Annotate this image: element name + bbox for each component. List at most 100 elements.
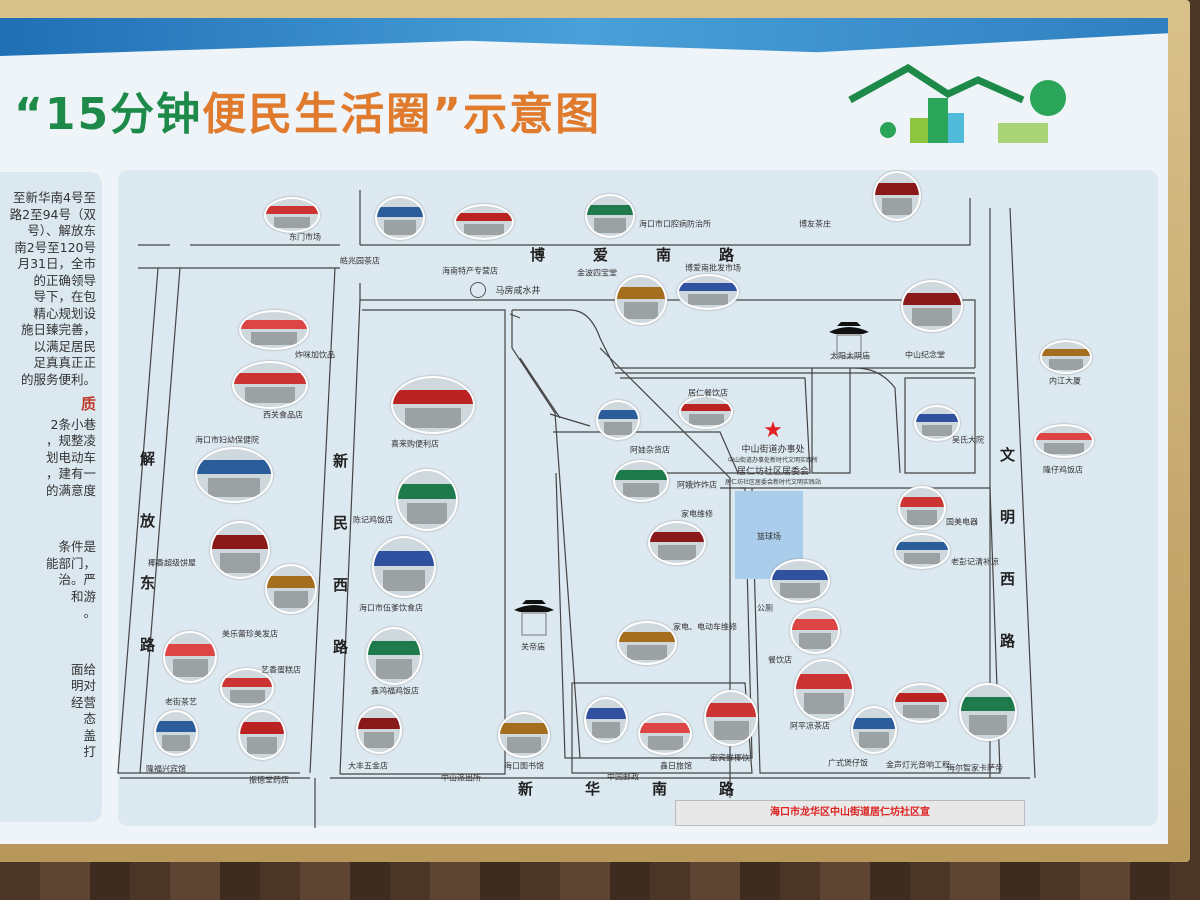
poi-photo [596, 400, 640, 440]
panel-text-line: 和游 [70, 588, 96, 604]
poi-label: 阿娃杂货店 [630, 445, 670, 455]
poi-label: 公厕 [757, 603, 773, 613]
well-label: 马房咸水井 [495, 286, 541, 297]
taiyang-temple-label: 太阳太阴庙 [830, 351, 870, 361]
road-label-jiefang-east: 解放东路 [140, 450, 156, 654]
poi-label: 艺香蛋糕店 [261, 665, 301, 675]
title-part1: “15分钟 [14, 89, 203, 140]
poi-photo [154, 710, 198, 756]
panel-text-line: ，规整凌 [45, 433, 96, 448]
poi-photo [163, 631, 217, 683]
poi-photo [851, 706, 897, 754]
panel-text-line: 的正确领导 [33, 272, 96, 288]
panel-text-line: 态 [83, 711, 96, 726]
poi-label: 椰香超级饼屋 [148, 558, 196, 568]
poi-photo [584, 697, 628, 743]
panel-text-line: 划电动车 [45, 449, 96, 465]
poi-label: 阿平凉茶店 [790, 721, 830, 731]
poi-label: 金声灯光音响工程 [886, 760, 950, 770]
intro-text-panel: 至新华南4号至路2至94号（双号）、解放东南2号至120号月31日，全市的正确领… [0, 172, 102, 822]
panel-text-line: 2条小巷 [50, 416, 96, 432]
poi-photo [794, 659, 854, 721]
poi-photo [898, 486, 946, 530]
poi-photo [615, 275, 667, 325]
panel-text-line: 的满意度 [45, 482, 96, 498]
poi-photo [613, 460, 669, 502]
poi-label: 阿娥炸炸店 [677, 480, 717, 490]
panel-text-line: 的服务便利。 [20, 371, 96, 387]
poi-label: 居仁餐饮店 [688, 388, 728, 398]
poi-label: 老街茶艺 [165, 697, 197, 707]
poi-photo [366, 627, 422, 685]
poi-photo [914, 405, 960, 441]
poi-label: 宏宾鲜椰饮 [710, 753, 750, 763]
poi-label: 隆仔鸡饭店 [1043, 465, 1083, 475]
community-logo-icon [848, 63, 1066, 143]
poi-label: 隆福兴宾馆 [146, 764, 186, 774]
poi-photo [790, 608, 840, 654]
panel-text-line: 经营 [70, 694, 96, 710]
panel-text-line: 路2至94号（双 [9, 206, 96, 222]
poi-photo [264, 197, 320, 233]
poi-photo [232, 361, 308, 409]
poi-photo [677, 274, 739, 310]
poi-label: 中国邮政 [607, 772, 639, 782]
poi-label: 海口市口腔病防治所 [639, 219, 711, 229]
poi-photo [901, 280, 963, 332]
panel-text-line: 打 [83, 744, 96, 759]
panel-text-line: 施日臻完善， [20, 322, 96, 337]
star-icon: ★ [763, 418, 783, 443]
panel-text-line: 以满足居民 [33, 338, 96, 354]
poi-photo [873, 171, 921, 221]
poi-label: 海口市伍爹饮食店 [359, 603, 423, 613]
poi-label: 炸咪加饮品 [295, 350, 335, 360]
poi-photo [1034, 424, 1094, 458]
poi-label: 振德堂药店 [249, 775, 289, 785]
poi-photo [195, 447, 273, 503]
poi-photo [220, 668, 274, 708]
poi-photo [239, 310, 309, 350]
title-part3: 示意图 [463, 89, 602, 140]
panel-text-line: 足真真正正 [33, 355, 96, 370]
poi-label: 大丰五金店 [348, 761, 388, 771]
poi-label: 美乐蕾珍美发店 [222, 629, 278, 639]
road-label-wenming-west: 文明西路 [1000, 446, 1016, 650]
poi-label: 西关食品店 [263, 410, 303, 420]
road-label-xinhua-south: 新华南路 [518, 780, 735, 798]
panel-text-line: 治。严 [58, 572, 96, 587]
panel-text-line: 导下，在包 [33, 289, 96, 304]
poi-label: 皓兆园茶店 [340, 256, 380, 266]
poi-label: 博友茶庄 [799, 219, 831, 229]
poi-photo [959, 683, 1017, 741]
panel-text-line: 至新华南4号至 [13, 190, 96, 205]
poi-photo [238, 710, 286, 760]
road-network [117, 190, 1036, 828]
poi-label: 陈记鸡饭店 [353, 515, 393, 525]
panel-text-line: ，建有一 [45, 466, 96, 481]
panel-text-line: 盖 [83, 727, 96, 743]
poi-label: 鑫日旅馆 [660, 761, 692, 771]
panel-text-line: 精心规划设 [33, 305, 96, 321]
poi-photo [1040, 340, 1092, 374]
poi-photo [454, 204, 514, 240]
poi-label: 海口市妇幼保健院 [195, 435, 259, 445]
poi-label: 吴氏大院 [952, 435, 984, 445]
poi-photo [356, 706, 402, 754]
poi-photo [679, 395, 733, 429]
poi-label: 金波四宝堂 [577, 268, 617, 278]
taiyang-temple-icon [829, 322, 869, 358]
poi-photo [391, 376, 475, 434]
guandi-temple-icon [514, 600, 554, 636]
poi-photo [375, 196, 425, 240]
poi-photo [265, 564, 317, 614]
poi-label: 内江大厦 [1049, 376, 1081, 386]
panel-text-line: 条件是 [58, 539, 96, 554]
poi-label: 鑫鸿福鸡饭店 [371, 686, 419, 696]
poi-label: 餐饮店 [768, 655, 792, 665]
panel-text-line: 明对 [70, 678, 96, 693]
poi-label: 喜来购便利店 [391, 439, 439, 449]
poi-photo [372, 536, 436, 598]
title-part2: 便民生活圈” [202, 89, 464, 140]
poi-label: 中山纪念堂 [905, 350, 945, 360]
poi-photo [704, 690, 758, 746]
